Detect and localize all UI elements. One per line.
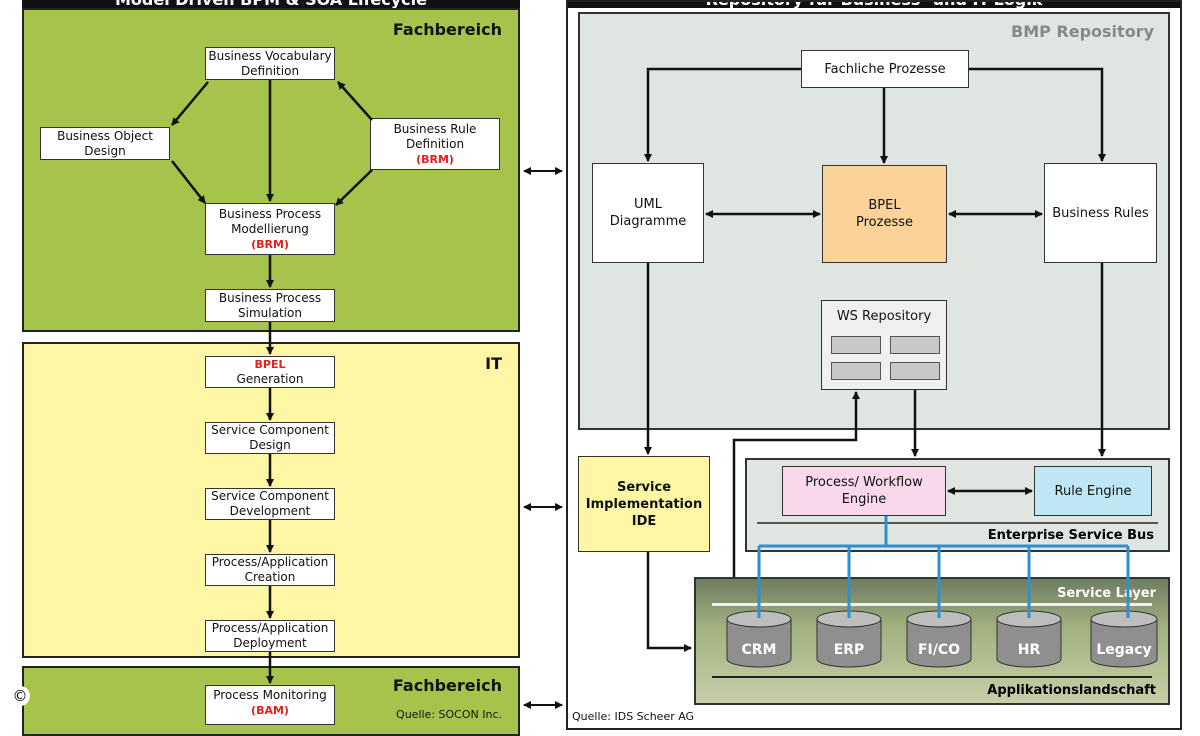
rule-engine-box[interactable]: Rule Engine <box>1034 466 1152 516</box>
label: Fachliche Prozesse <box>824 61 946 77</box>
label: Service Implementation IDE <box>585 479 703 529</box>
brm-tag: (BRM) <box>416 152 454 166</box>
app-label: HR <box>1017 642 1041 658</box>
label: BPEL Prozesse <box>856 198 913 230</box>
esb-divider <box>757 522 1158 524</box>
app-label: FI/CO <box>917 642 961 658</box>
process-modelling-box[interactable]: Business Process Modellierung (BRM) <box>205 203 335 255</box>
app-label: Legacy <box>1096 642 1152 658</box>
business-rule-box[interactable]: Business Rule Definition (BRM) <box>370 118 500 170</box>
bpel-generation-box[interactable]: BPEL Generation <box>205 356 335 388</box>
application-deployment-box[interactable]: Process/Application Deployment <box>205 620 335 652</box>
crm-database-icon[interactable]: CRM <box>726 610 792 668</box>
label: Generation <box>236 372 304 386</box>
app-label: ERP <box>833 642 865 658</box>
brm-tag: (BRM) <box>251 237 289 251</box>
fachliche-prozesse-box[interactable]: Fachliche Prozesse <box>801 50 969 88</box>
service-ide-box[interactable]: Service Implementation IDE <box>578 456 710 552</box>
source-note: Quelle: SOCON Inc. <box>396 708 502 721</box>
uml-diagramme-box[interactable]: UML Diagramme <box>592 163 704 263</box>
service-layer-title: Service Layer <box>1057 586 1156 601</box>
landscape-line <box>712 676 1152 678</box>
label: Process/ Workflow Engine <box>805 475 923 507</box>
ws-slot <box>831 362 881 380</box>
bpel-tag: BPEL <box>254 358 286 371</box>
panel-title: Fachbereich <box>392 20 502 39</box>
label: Business Rule Definition <box>393 121 477 151</box>
application-landscape-panel: Service Layer Applikationslandschaft <box>694 577 1170 705</box>
right-header: Repository für Business- und IT-Logik <box>568 0 1180 8</box>
label: Service Component Development <box>211 489 329 518</box>
label: Service Component Design <box>211 423 329 452</box>
label: UML Diagramme <box>609 197 687 229</box>
erp-database-icon[interactable]: ERP <box>816 610 882 668</box>
copyright-icon: © <box>10 686 30 706</box>
process-simulation-box[interactable]: Business Process Simulation <box>205 289 335 322</box>
service-layer-line <box>712 603 1152 606</box>
panel-title: IT <box>485 354 502 373</box>
landscape-title: Applikationslandschaft <box>987 683 1156 698</box>
process-monitoring-box[interactable]: Process Monitoring (BAM) <box>205 685 335 725</box>
label: Business Rules <box>1052 205 1149 221</box>
hr-database-icon[interactable]: HR <box>996 610 1062 668</box>
legacy-database-icon[interactable]: Legacy <box>1090 610 1158 668</box>
ws-slot <box>890 336 940 354</box>
label: Process/Application Creation <box>211 555 329 584</box>
business-vocabulary-box[interactable]: Business Vocabulary Definition <box>205 47 335 80</box>
application-creation-box[interactable]: Process/Application Creation <box>205 554 335 586</box>
ws-slot <box>831 336 881 354</box>
left-header: Model Driven BPM & SOA Lifecycle <box>22 0 520 8</box>
component-design-box[interactable]: Service Component Design <box>205 422 335 454</box>
app-label: CRM <box>741 642 777 658</box>
bam-tag: (BAM) <box>251 704 289 717</box>
workflow-engine-box[interactable]: Process/ Workflow Engine <box>782 466 946 516</box>
label: Business Process Simulation <box>218 290 322 320</box>
label: Process/Application Deployment <box>211 621 329 650</box>
label: Business Vocabulary Definition <box>208 48 332 78</box>
component-development-box[interactable]: Service Component Development <box>205 488 335 520</box>
label: Rule Engine <box>1054 483 1132 499</box>
bpel-prozesse-box[interactable]: BPEL Prozesse <box>822 165 947 263</box>
business-rules-box[interactable]: Business Rules <box>1044 163 1157 263</box>
label: Process Monitoring <box>213 688 327 702</box>
fico-database-icon[interactable]: FI/CO <box>906 610 972 668</box>
label: WS Repository <box>836 309 932 324</box>
repository-title: BMP Repository <box>1011 22 1154 41</box>
label: Business Process Modellierung <box>218 206 322 236</box>
business-object-box[interactable]: Business Object Design <box>40 127 170 160</box>
label: Business Object Design <box>57 128 153 158</box>
esb-title: Enterprise Service Bus <box>987 528 1154 543</box>
source-note: Quelle: IDS Scheer AG <box>572 710 695 723</box>
ws-slot <box>890 362 940 380</box>
panel-title: Fachbereich <box>392 676 502 695</box>
